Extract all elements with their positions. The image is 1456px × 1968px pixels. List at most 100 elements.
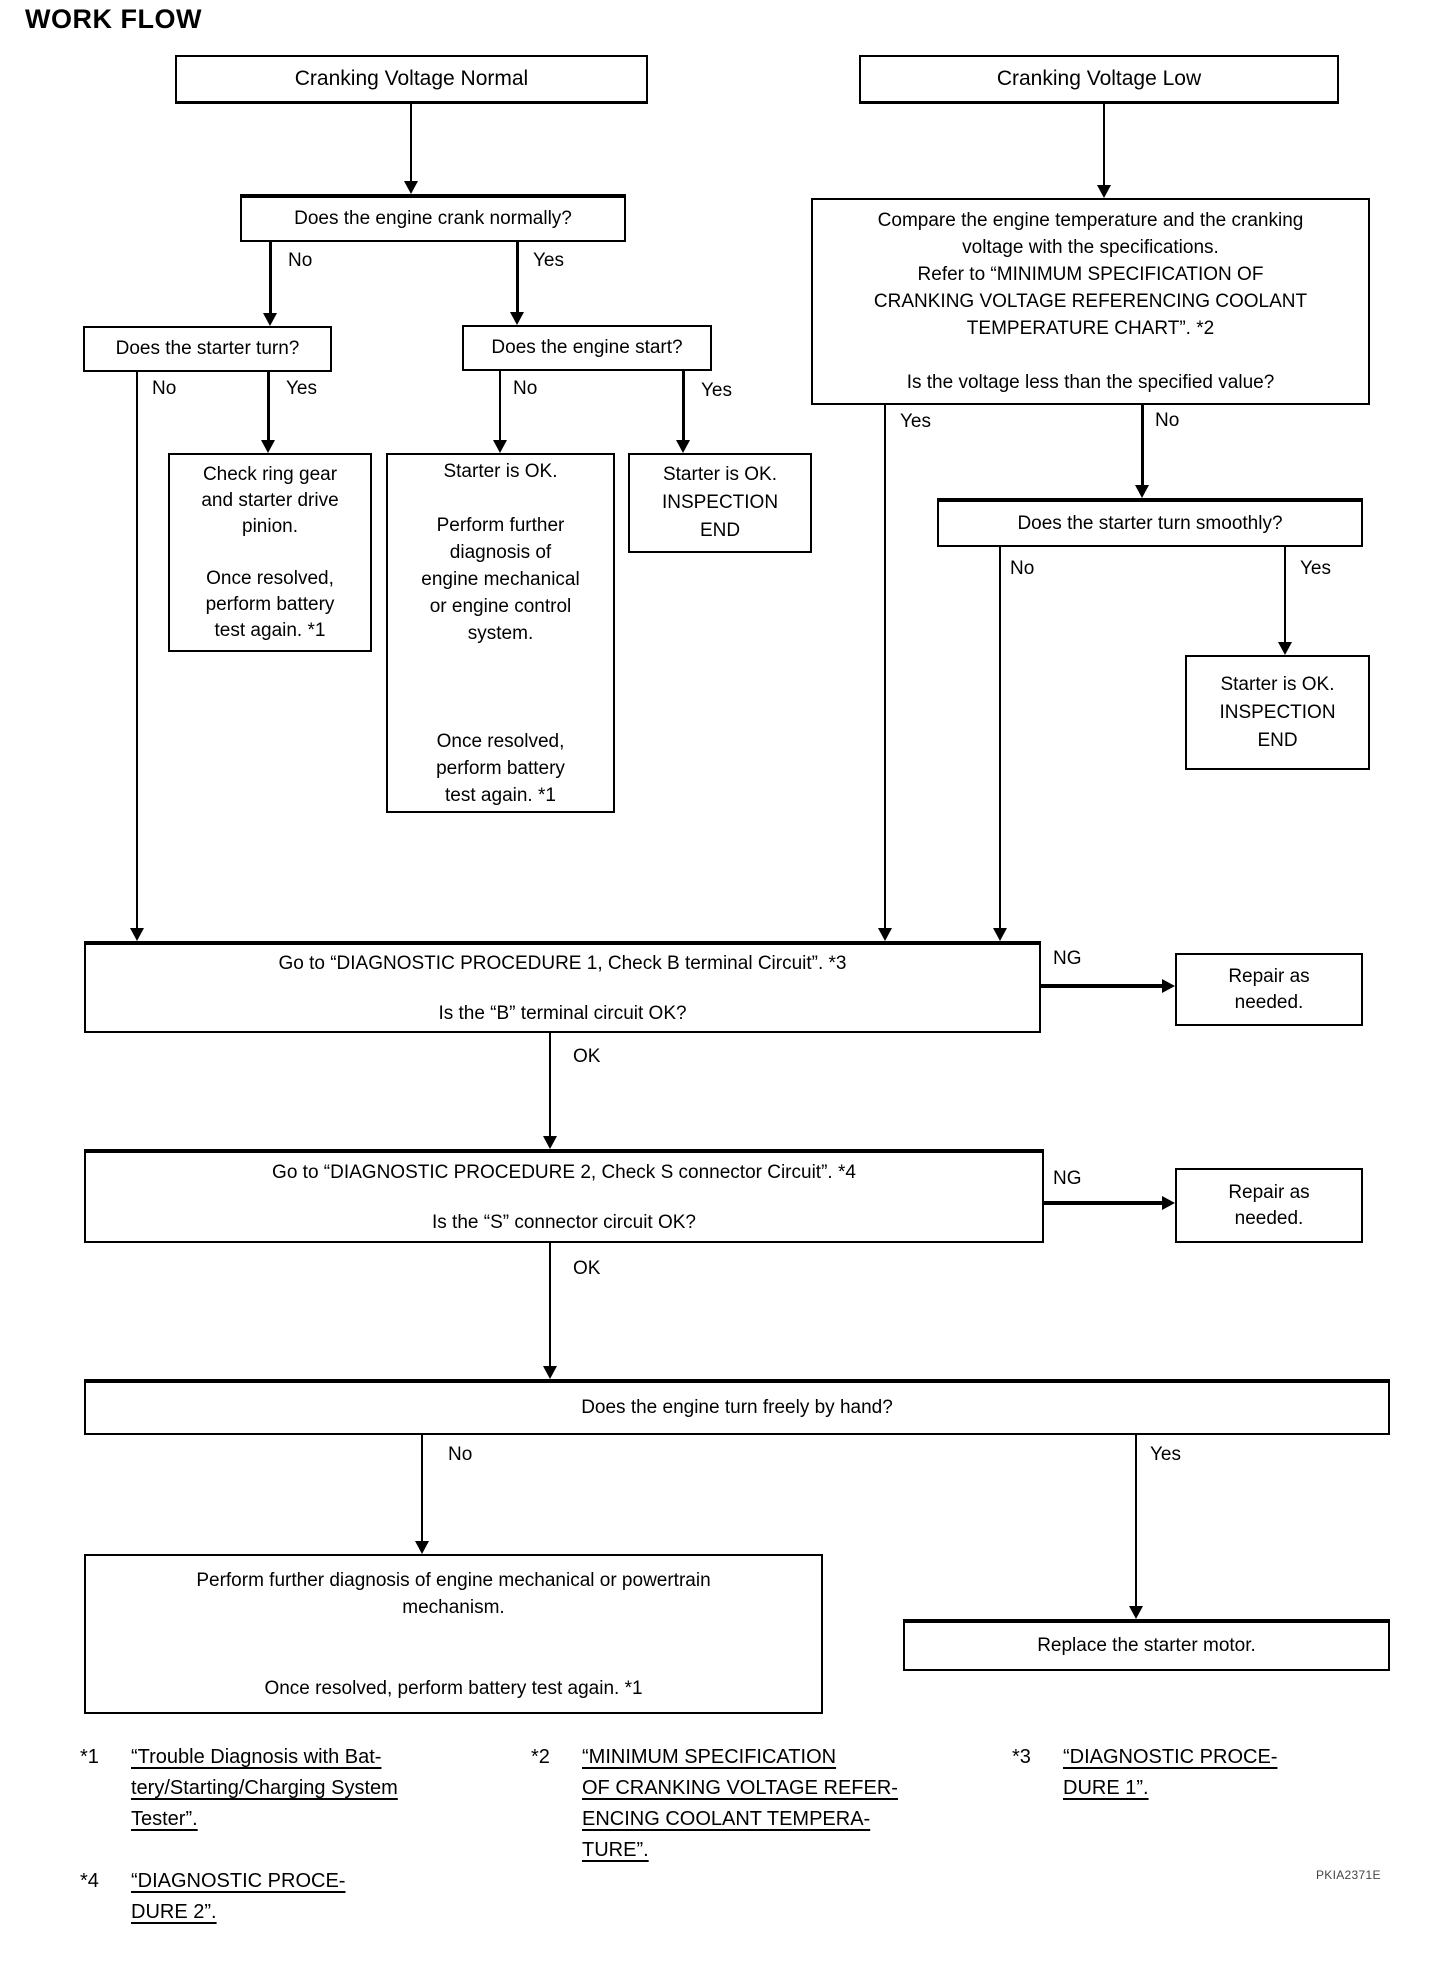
cvn-to-crank-arrow bbox=[410, 104, 412, 182]
diagnostic-procedure-2: Go to “DIAGNOSTIC PROCEDURE 2, Check S c… bbox=[84, 1149, 1044, 1243]
starter-turn-yes-label: Yes bbox=[286, 378, 317, 399]
smoothly-yes-arrow-head bbox=[1278, 642, 1292, 655]
diagnostic-procedure-1-line: Go to “DIAGNOSTIC PROCEDURE 1, Check B t… bbox=[278, 952, 847, 974]
compare-no-arrow-head bbox=[1135, 485, 1149, 498]
starter-yes-arrow bbox=[266, 372, 270, 441]
diagnostic-procedure-1-line bbox=[86, 976, 1039, 1001]
check-ring-gear-line bbox=[170, 540, 370, 566]
starter-ok-inspection-end-left-line: END bbox=[699, 520, 741, 541]
starter-ok-inspection-end-right-line: END bbox=[1257, 729, 1298, 751]
further-diagnosis-powertrain-line bbox=[86, 1621, 821, 1648]
diagnostic-procedure-2-line: Go to “DIAGNOSTIC PROCEDURE 2, Check S c… bbox=[272, 1161, 856, 1183]
starter-ok-further-diagnosis-line: engine mechanical bbox=[421, 568, 580, 590]
freely-yes-label: Yes bbox=[1150, 1444, 1181, 1465]
does-engine-turn-freely-line: Does the engine turn freely by hand? bbox=[581, 1397, 893, 1418]
check-ring-gear-line: Once resolved, bbox=[206, 567, 334, 589]
compare-temperature-voltage-line: CRANKING VOLTAGE REFERENCING COOLANT bbox=[873, 291, 1308, 312]
check-ring-gear-line: pinion. bbox=[242, 515, 298, 537]
starter-ok-further-diagnosis-line: Starter is OK. bbox=[443, 460, 558, 482]
starter-ok-further-diagnosis-line: Perform further bbox=[436, 514, 565, 536]
footnote-3-link[interactable]: “DIAGNOSTIC PROCE- DURE 1”. bbox=[1063, 1742, 1277, 1804]
smoothly-yes-label: Yes bbox=[1300, 558, 1331, 579]
ok2-arrow bbox=[549, 1243, 551, 1367]
starter-ok-further-diagnosis-line: perform battery bbox=[436, 757, 565, 779]
freely-no-label: No bbox=[448, 1444, 473, 1465]
footnote-2-link-text[interactable]: TURE”. bbox=[582, 1839, 649, 1861]
page-title: WORK FLOW bbox=[25, 4, 202, 34]
repair-as-needed-1-line: Repair as bbox=[1228, 965, 1310, 987]
freely-yes-arrow-head bbox=[1129, 1606, 1143, 1619]
ng-1-label: NG bbox=[1053, 948, 1082, 969]
further-diagnosis-powertrain-line: Once resolved, perform battery test agai… bbox=[264, 1677, 643, 1699]
crank-yes-label: Yes bbox=[533, 250, 564, 271]
starter-ok-further-diagnosis-line bbox=[388, 647, 613, 674]
footnote-3-link-text[interactable]: “DIAGNOSTIC PROCE- bbox=[1063, 1746, 1278, 1768]
does-engine-start: Does the engine start? bbox=[462, 325, 712, 371]
ok-2-label: OK bbox=[573, 1258, 601, 1279]
crank-no-arrow-head bbox=[263, 313, 277, 326]
footnote-1: *1“Trouble Diagnosis with Bat-tery/Start… bbox=[80, 1742, 398, 1835]
further-diagnosis-powertrain-line: mechanism. bbox=[402, 1596, 505, 1618]
footnote-4-link[interactable]: “DIAGNOSTIC PROCE- DURE 2”. bbox=[131, 1866, 345, 1928]
further-diagnosis-powertrain-line: Perform further diagnosis of engine mech… bbox=[196, 1569, 711, 1591]
footnote-4-link-text[interactable]: DURE 2”. bbox=[131, 1901, 217, 1923]
does-engine-start-line: Does the engine start? bbox=[491, 337, 683, 358]
repair-as-needed-1-line: needed. bbox=[1234, 991, 1304, 1013]
compare-temperature-voltage: Compare the engine temperature and the c… bbox=[811, 198, 1370, 405]
footnote-4-link-text[interactable]: “DIAGNOSTIC PROCE- bbox=[131, 1870, 346, 1892]
footnote-2-marker: *2 bbox=[531, 1746, 550, 1768]
footnote-1-link-text[interactable]: tery/Starting/Charging System bbox=[131, 1777, 398, 1799]
check-ring-gear-line: Check ring gear bbox=[202, 463, 338, 485]
footnote-2-link-text[interactable]: “MINIMUM SPECIFICATION bbox=[582, 1746, 837, 1768]
does-engine-turn-freely: Does the engine turn freely by hand? bbox=[84, 1379, 1390, 1435]
starter-ok-further-diagnosis-line: Once resolved, bbox=[436, 730, 565, 752]
diagnostic-procedure-2-line: Is the “S” connector circuit OK? bbox=[432, 1211, 696, 1233]
starter-no-long-arrow-head bbox=[130, 928, 144, 941]
ng1-arrow bbox=[1041, 984, 1164, 988]
replace-starter-motor-line: Replace the starter motor. bbox=[1037, 1635, 1256, 1656]
cranking-voltage-normal-line: Cranking Voltage Normal bbox=[294, 67, 529, 90]
smoothly-no-label: No bbox=[1010, 558, 1035, 579]
diagnostic-procedure-2-line bbox=[86, 1185, 1042, 1210]
crank-no-label: No bbox=[288, 250, 313, 271]
compare-yes-long-arrow-head bbox=[878, 928, 892, 941]
footnote-2-link-text[interactable]: ENCING COOLANT TEMPERA- bbox=[582, 1808, 871, 1830]
engine-start-no-arrow bbox=[499, 371, 501, 441]
does-starter-turn-smoothly-line: Does the starter turn smoothly? bbox=[1017, 512, 1283, 534]
compare-temperature-voltage-line: TEMPERATURE CHART”. *2 bbox=[966, 318, 1215, 339]
footnote-1-link-text[interactable]: Tester”. bbox=[131, 1808, 198, 1830]
does-starter-turn: Does the starter turn? bbox=[83, 326, 332, 372]
starter-ok-further-diagnosis-line bbox=[388, 674, 613, 701]
starter-ok-inspection-end-right-line: Starter is OK. bbox=[1220, 673, 1335, 695]
freely-yes-arrow bbox=[1135, 1435, 1137, 1607]
compare-temperature-voltage-line: Refer to “MINIMUM SPECIFICATION OF bbox=[917, 264, 1264, 285]
smoothly-no-long-arrow bbox=[999, 547, 1001, 929]
footnote-2-link[interactable]: “MINIMUM SPECIFICATION OF CRANKING VOLTAG… bbox=[582, 1742, 898, 1866]
starter-ok-inspection-end-left-line: Starter is OK. bbox=[662, 464, 778, 485]
engine-start-no-label: No bbox=[513, 378, 538, 399]
cvn-to-crank-arrow-head bbox=[404, 181, 418, 194]
does-engine-crank-normally: Does the engine crank normally? bbox=[240, 194, 626, 242]
ok1-arrow bbox=[549, 1033, 551, 1137]
further-diagnosis-powertrain-line bbox=[86, 1648, 821, 1675]
does-starter-turn-smoothly: Does the starter turn smoothly? bbox=[937, 498, 1363, 547]
smoothly-no-long-arrow-head bbox=[993, 928, 1007, 941]
freely-no-arrow bbox=[421, 1435, 423, 1542]
repair-as-needed-2-line: Repair as bbox=[1228, 1181, 1310, 1203]
engine-start-no-arrow-head bbox=[493, 440, 507, 453]
footnote-1-link[interactable]: “Trouble Diagnosis with Bat-tery/Startin… bbox=[131, 1742, 398, 1835]
footnote-2-link-text[interactable]: OF CRANKING VOLTAGE REFER- bbox=[582, 1777, 898, 1799]
cranking-voltage-normal: Cranking Voltage Normal bbox=[175, 55, 648, 104]
footnote-3-link-text[interactable]: DURE 1”. bbox=[1063, 1777, 1149, 1799]
crank-no-arrow bbox=[268, 242, 272, 314]
cvl-to-compare-arrow-head bbox=[1097, 185, 1111, 198]
footnote-1-link-text[interactable]: “Trouble Diagnosis with Bat- bbox=[131, 1746, 382, 1768]
repair-as-needed-1: Repair as needed. bbox=[1175, 953, 1363, 1026]
engine-start-yes-arrow bbox=[681, 371, 685, 441]
compare-no-arrow bbox=[1140, 405, 1144, 486]
footnote-2: *2 “MINIMUM SPECIFICATION OF CRANKING VOLT… bbox=[531, 1742, 898, 1866]
